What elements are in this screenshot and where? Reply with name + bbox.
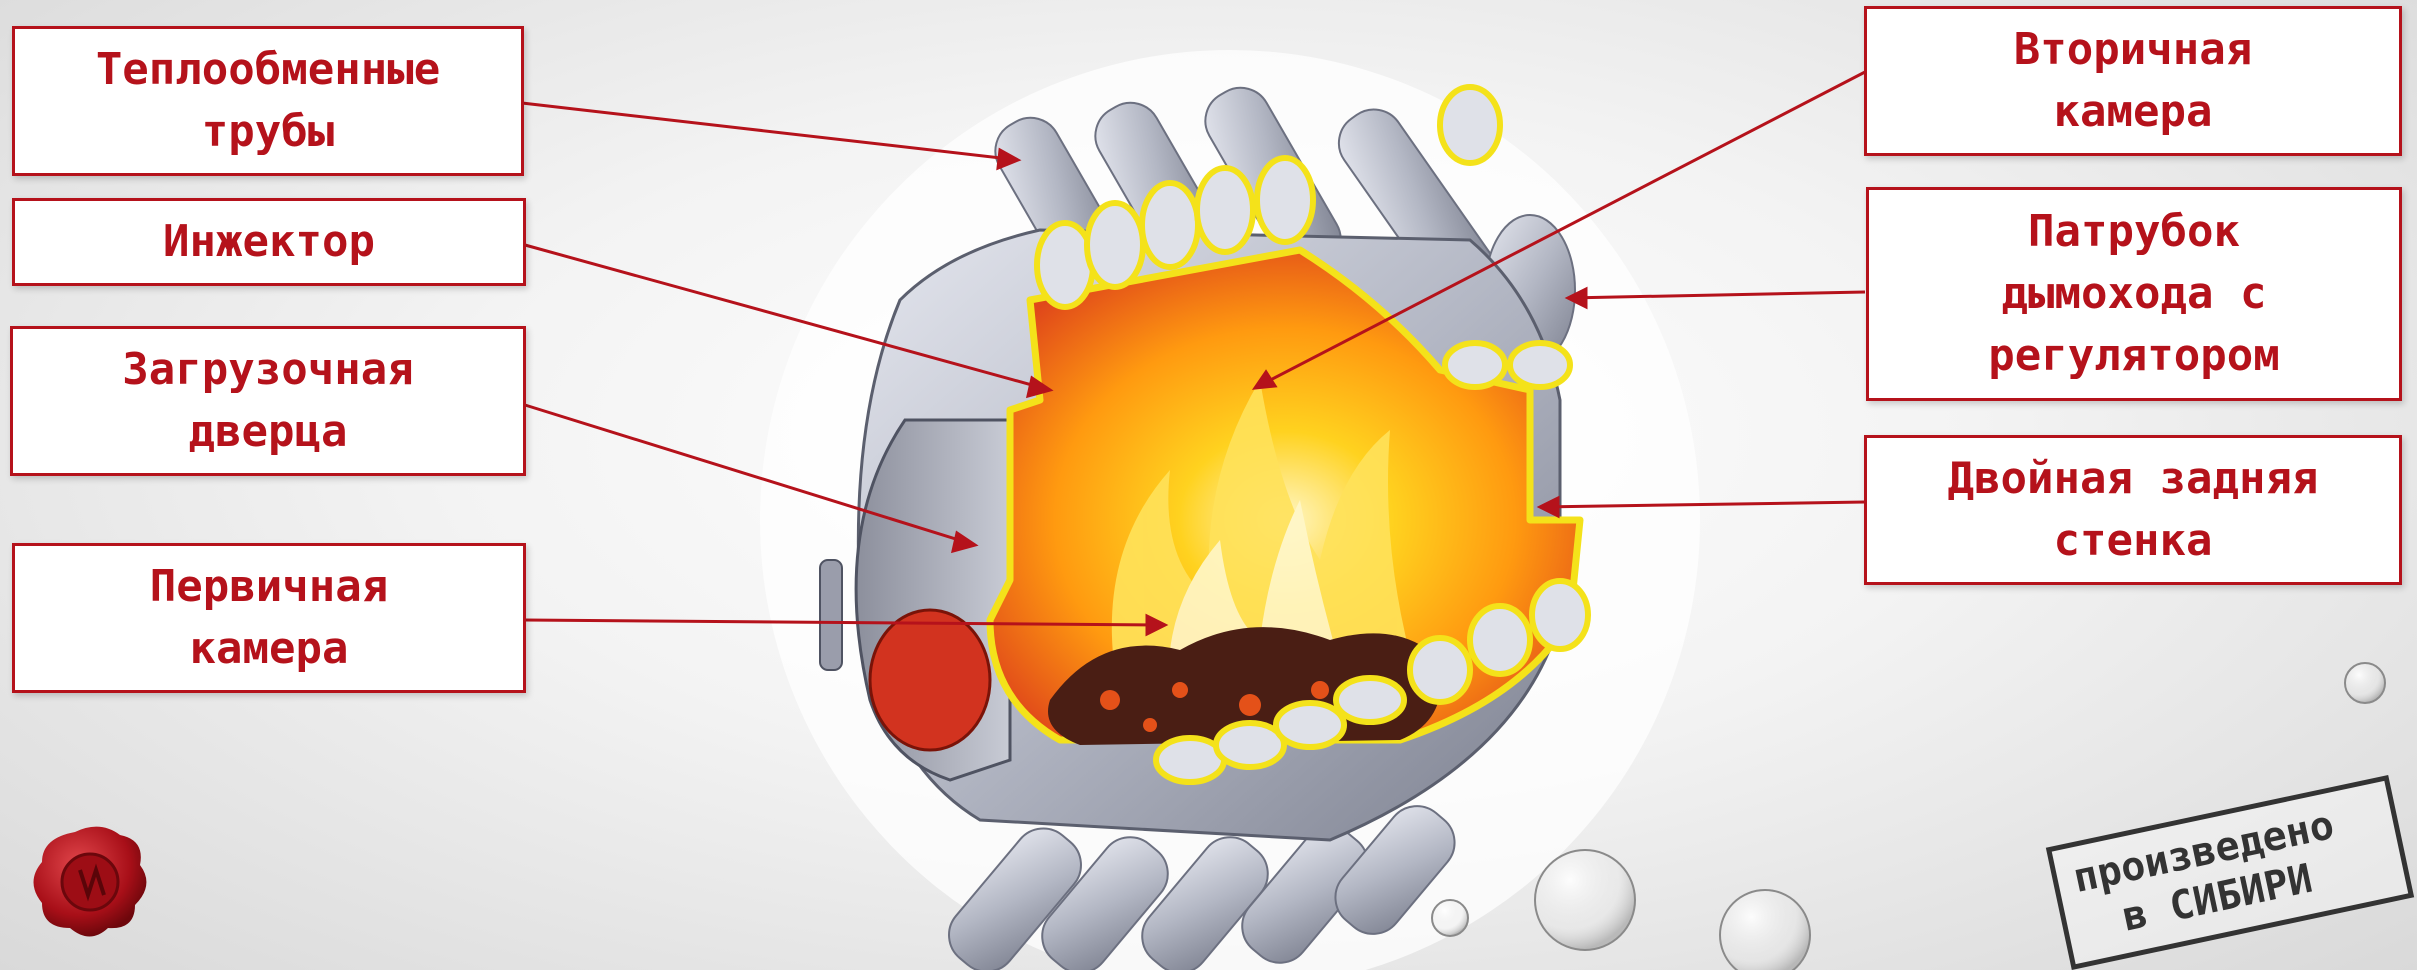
label-line: Загрузочная	[122, 339, 413, 401]
label-secondary-chamber: Вторичная камера	[1864, 6, 2402, 156]
label-line: Первичная	[150, 556, 388, 618]
wax-seal-logo	[34, 827, 147, 937]
label-heat-exchange-pipes: Теплообменные трубы	[12, 26, 524, 176]
label-line: Двойная задняя	[1948, 448, 2319, 510]
label-injector: Инжектор	[12, 198, 526, 286]
label-line: камера	[2054, 81, 2213, 143]
label-line: стенка	[2054, 510, 2213, 572]
primary-chamber-bowl	[870, 610, 990, 750]
label-line: Вторичная	[2014, 19, 2252, 81]
label-primary-chamber: Первичная камера	[12, 543, 526, 693]
label-line: Теплообменные	[96, 39, 440, 101]
label-line: регулятором	[1988, 325, 2279, 387]
label-line: Патрубок	[2028, 201, 2240, 263]
label-loading-door: Загрузочная дверца	[10, 326, 526, 476]
label-line: трубы	[202, 101, 334, 163]
label-line: дверца	[189, 401, 348, 463]
label-double-back-wall: Двойная задняя стенка	[1864, 435, 2402, 585]
label-flue-pipe: Патрубок дымохода с регулятором	[1866, 187, 2402, 401]
label-line: Инжектор	[163, 211, 375, 273]
label-line: камера	[190, 618, 349, 680]
door-handle	[820, 560, 842, 670]
label-line: дымохода с	[2002, 263, 2267, 325]
